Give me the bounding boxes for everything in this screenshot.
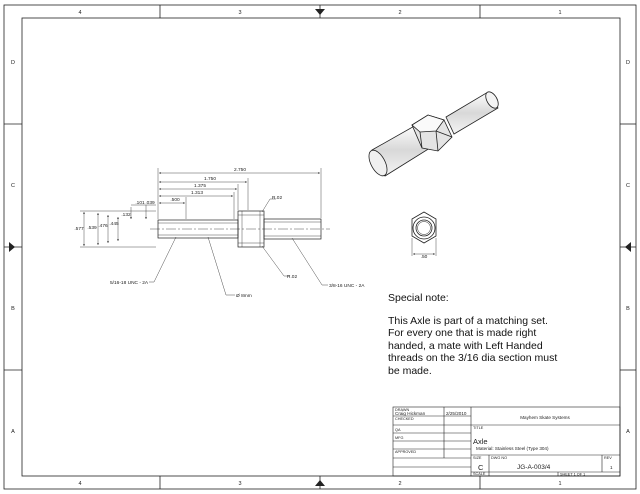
dim-1750: 1.750 xyxy=(204,176,216,182)
tb-company: Mayhem Skate Systems xyxy=(520,415,570,420)
callout-r02-top: R.02 xyxy=(272,195,282,201)
tb-dwg-no: JG-A-003/4 xyxy=(517,464,551,471)
zone-label-top-2: 2 xyxy=(398,10,401,16)
special-note-heading: Special note: xyxy=(388,292,449,304)
dim-039: .039 xyxy=(145,200,155,206)
tb-title-label: TITLE xyxy=(473,426,484,430)
diameter-dimensions xyxy=(80,204,156,248)
tb-material: Material: Stainless Steel (Type 304) xyxy=(476,446,549,451)
dim-1313: 1.313 xyxy=(191,190,203,196)
dim-hex-width: .50 xyxy=(421,254,428,260)
tb-title: Axle xyxy=(473,437,488,446)
special-note: Special note: This Axle is part of a mat… xyxy=(388,292,563,388)
zone-label-bottom-4: 4 xyxy=(78,481,81,487)
tb-sheet: SHEET 1 OF 1 xyxy=(560,473,585,477)
tb-qa-label: QA xyxy=(395,428,401,432)
tb-approved-label: APPROVED xyxy=(395,450,416,454)
tb-drawn-label: DRAWN xyxy=(395,408,409,412)
dim-577: .577 xyxy=(74,226,84,232)
axle-end-view xyxy=(411,211,437,256)
tb-drawn-by: Craig Hickman xyxy=(395,411,426,416)
dim-500: .500 xyxy=(170,197,180,203)
tb-size: C xyxy=(478,463,484,472)
dim-2750: 2.750 xyxy=(234,167,246,173)
zone-label-top-1: 1 xyxy=(558,10,561,16)
zone-label-top-3: 3 xyxy=(238,10,241,16)
tb-scale-label: SCALE xyxy=(473,472,486,476)
dim-1375: 1.375 xyxy=(194,183,206,189)
tb-rev-value: 1 xyxy=(610,465,613,470)
center-marks xyxy=(9,9,631,486)
dim-132: .132 xyxy=(121,212,131,218)
tb-checked-label: CHECKED xyxy=(395,417,414,421)
zone-label-bottom-2: 2 xyxy=(398,481,401,487)
zone-label-left-a: A xyxy=(11,429,15,435)
zone-label-right-d: D xyxy=(626,60,630,66)
zone-label-right-c: C xyxy=(626,183,630,189)
zone-label-bottom-1: 1 xyxy=(558,481,561,487)
special-note-body: This Axle is part of a matching set. For… xyxy=(388,314,558,377)
title-block xyxy=(392,406,621,477)
dim-445: .445 xyxy=(109,221,119,227)
tb-rev-label: REV xyxy=(604,456,612,460)
callout-thread-right: 3/8-16 UNC - 2A xyxy=(329,283,365,289)
zone-label-right-a: A xyxy=(626,429,630,435)
axle-isometric-view xyxy=(368,91,499,177)
tb-dwg-label: DWG NO xyxy=(491,456,507,460)
callout-leaders xyxy=(149,198,328,296)
zone-label-left-b: B xyxy=(11,306,15,312)
dim-101: .101 xyxy=(135,200,145,206)
zone-label-left-c: C xyxy=(11,183,15,189)
zone-label-right-b: B xyxy=(626,306,630,312)
tb-size-label: SIZE xyxy=(473,456,482,460)
callout-diameter: Ø 8mm xyxy=(236,293,252,299)
callout-thread-left: 5/16-18 UNC - 2A xyxy=(110,280,149,286)
tb-drawn-date: 2/25/2010 xyxy=(446,411,467,416)
zone-label-bottom-3: 3 xyxy=(238,481,241,487)
dim-539: .539 xyxy=(87,225,97,231)
dim-476: .476 xyxy=(98,223,108,229)
zone-label-top-4: 4 xyxy=(78,10,81,16)
callout-r02-bottom: R.02 xyxy=(287,274,297,280)
tb-mfg-label: MFG xyxy=(395,436,403,440)
axle-side-view xyxy=(150,210,330,248)
length-dimensions xyxy=(157,168,322,219)
zone-label-left-d: D xyxy=(11,60,15,66)
